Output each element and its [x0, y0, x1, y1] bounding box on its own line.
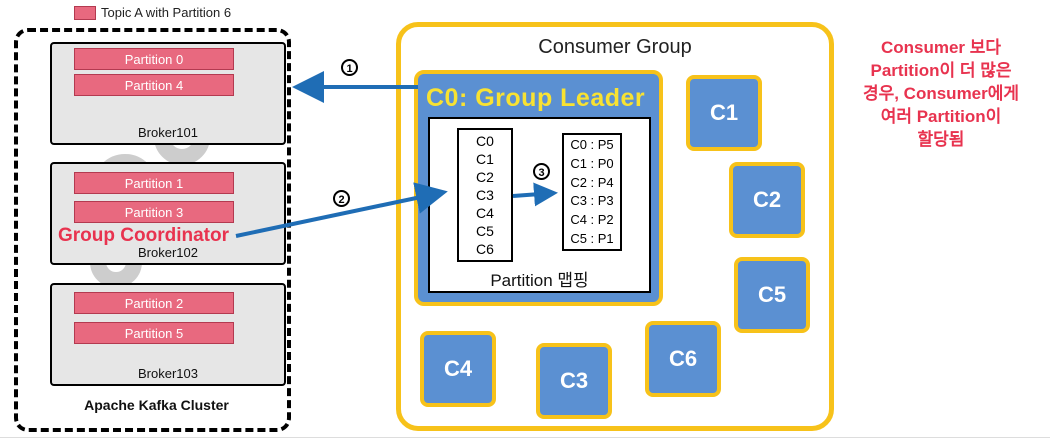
step-1-badge: 1: [341, 59, 358, 76]
list-item: C1 : P0: [570, 155, 614, 171]
kafka-cluster: [14, 28, 291, 432]
note-line: 경우, Consumer에게: [862, 84, 1020, 103]
legend-swatch: [74, 6, 96, 20]
arrow-coordinator-to-leader: [235, 182, 448, 238]
partition-4: Partition 4: [74, 74, 234, 96]
consumer-c1: C1: [686, 75, 762, 151]
legend-label: Topic A with Partition 6: [101, 5, 232, 20]
group-leader-title: C0: Group Leader: [426, 84, 646, 112]
partition-1: Partition 1: [74, 172, 234, 194]
divider: [0, 437, 1050, 438]
step-3-badge: 3: [533, 163, 550, 180]
partition-2: Partition 2: [74, 292, 234, 314]
consumer-c4: C4: [420, 331, 496, 407]
step-2-badge: 2: [333, 190, 350, 207]
list-item: C4 : P2: [570, 211, 614, 227]
list-item: C5: [476, 222, 494, 239]
partition-3: Partition 3: [74, 201, 234, 223]
list-item: C0: [476, 132, 494, 149]
list-item: C6: [476, 240, 494, 257]
broker-label: Broker101: [138, 125, 198, 140]
consumer-c3: C3: [536, 343, 612, 419]
list-item: C2: [476, 168, 494, 185]
consumer-c5: C5: [734, 257, 810, 333]
partition-0: Partition 0: [74, 48, 234, 70]
note-line: Partition이 더 많은: [870, 61, 1012, 80]
consumer-c6: C6: [645, 321, 721, 397]
list-item: C1: [476, 150, 494, 167]
consumer-c2: C2: [729, 162, 805, 238]
consumer-group-box: [396, 22, 834, 431]
partition-mapping-label: Partition 맵핑: [490, 271, 589, 290]
cluster-label: Apache Kafka Cluster: [84, 397, 229, 413]
consumer-group-title: Consumer Group: [538, 36, 692, 58]
list-item: C2 : P4: [570, 174, 614, 190]
group-coordinator-label: Group Coordinator: [58, 225, 229, 246]
broker-label: Broker102: [138, 245, 198, 260]
consumer-member-list: C0 C1 C2 C3 C4 C5 C6: [457, 128, 513, 262]
note-line: Consumer 보다: [880, 38, 1002, 57]
broker-label: Broker103: [138, 366, 198, 381]
assignment-list: C0 : P5 C1 : P0 C2 : P4 C3 : P3 C4 : P2 …: [562, 133, 622, 251]
list-item: C4: [476, 204, 494, 221]
annotation-note: Consumer 보다 Partition이 더 많은 경우, Consumer…: [846, 36, 1036, 151]
list-item: C3: [476, 186, 494, 203]
list-item: C5 : P1: [570, 230, 614, 246]
note-line: 여러 Partition이: [880, 107, 1002, 126]
arrow-mapping: [512, 182, 558, 207]
list-item: C3 : P3: [570, 193, 614, 209]
partition-5: Partition 5: [74, 322, 234, 344]
list-item: C0 : P5: [570, 137, 614, 153]
note-line: 할당됨: [917, 130, 965, 149]
